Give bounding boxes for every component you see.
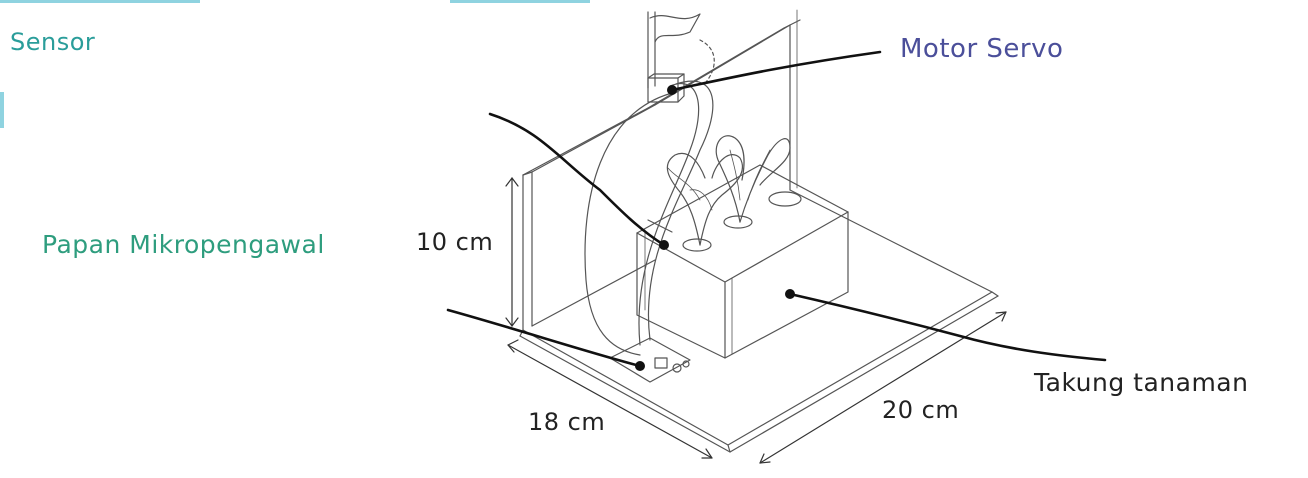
accent-bar-left [0, 92, 4, 128]
plant-tank-label: Takung tanaman [1034, 368, 1249, 397]
servo-flag [647, 11, 715, 103]
depth-dimension-label: 18 cm [528, 408, 606, 436]
microcontroller-board-label: Papan Mikropengawal [42, 230, 325, 259]
accent-bar-top [0, 0, 200, 3]
sensor-label: Sensor [10, 28, 96, 56]
leader-lines [446, 50, 1107, 368]
leader-dots [635, 85, 795, 371]
sensor-box [647, 219, 673, 233]
accent-bar-top-right [450, 0, 590, 3]
motor-servo-label: Motor Servo [900, 34, 1064, 64]
height-dimension-label: 10 cm [416, 228, 494, 256]
servo-cable [584, 80, 714, 356]
microcontroller-board [609, 337, 691, 383]
plants [666, 135, 791, 246]
left-wall [522, 104, 656, 331]
plant-tank [636, 164, 849, 359]
back-wall [647, 9, 801, 191]
width-dimension-label: 20 cm [882, 396, 960, 424]
